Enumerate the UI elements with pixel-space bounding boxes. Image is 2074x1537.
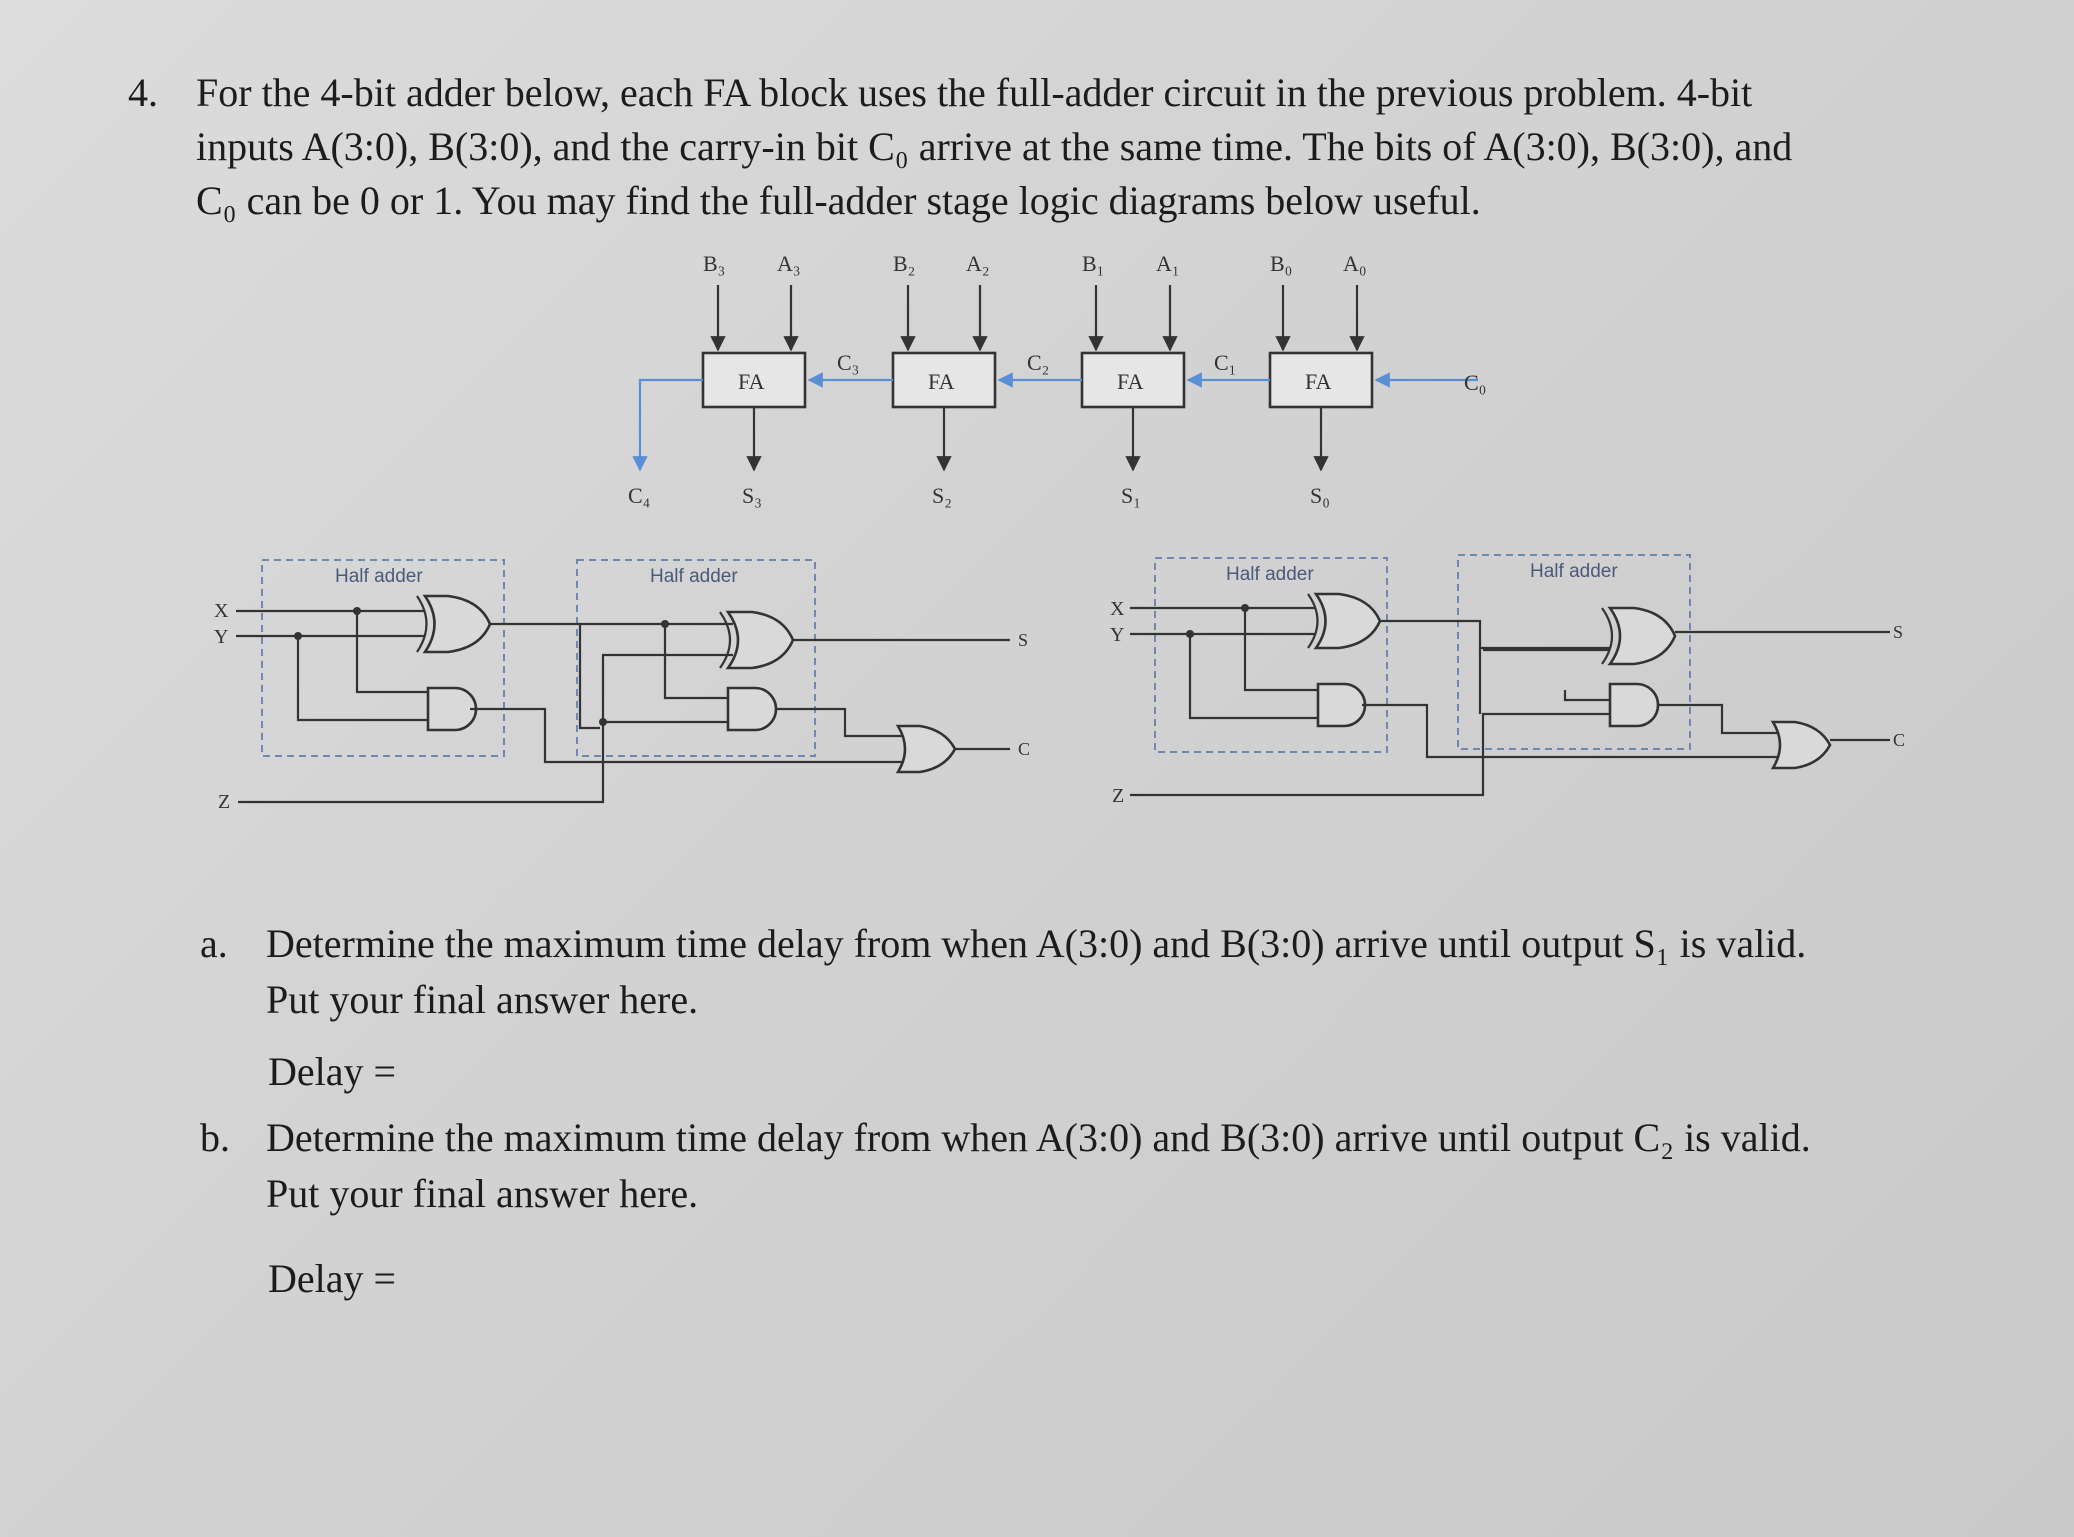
input-b2-label: B₂	[893, 251, 915, 276]
input-a3-label: A₃	[777, 251, 801, 276]
carry-c1-label: C₁	[1214, 350, 1236, 375]
input-z-label: Z	[218, 791, 230, 813]
problem-line: inputs A(3:0), B(3:0), and the carry-in …	[196, 124, 1793, 169]
half-adder-label: Half adder	[1530, 561, 1618, 582]
carry-in-label: C₀	[1464, 370, 1486, 395]
input-z-label: Z	[1112, 785, 1124, 807]
output-s-label: S	[1018, 630, 1028, 650]
input-a0-label: A₀	[1343, 251, 1367, 276]
full-adder-diagram-right: Half adder Half adder X Y Z S C	[1110, 554, 1905, 807]
question-line: Determine the maximum time delay from wh…	[266, 1115, 1811, 1160]
sum-s1-label: S₁	[1121, 483, 1141, 508]
input-a1-label: A₁	[1156, 251, 1180, 276]
half-adder-label: Half adder	[1226, 564, 1314, 585]
delay-answer-b[interactable]: Delay =	[268, 1256, 397, 1301]
question-line: Put your final answer here.	[266, 1171, 699, 1216]
half-adder-label: Half adder	[650, 566, 738, 587]
input-y-label: Y	[1110, 624, 1124, 646]
sum-s3-label: S₃	[742, 483, 762, 508]
carry-out-label: C₄	[628, 483, 650, 508]
problem-line: C₀ can be 0 or 1. You may find the full-…	[196, 178, 1481, 223]
sum-s2-label: S₂	[932, 483, 952, 508]
input-b0-label: B₀	[1270, 251, 1292, 276]
input-a2-label: A₂	[966, 251, 990, 276]
problem-number: 4.	[128, 70, 158, 115]
half-adder-label: Half adder	[335, 566, 423, 587]
carry-c3-label: C₃	[837, 350, 859, 375]
input-b1-label: B₁	[1082, 251, 1104, 276]
fa-label: FA	[1117, 369, 1144, 394]
problem-text: For the 4-bit adder below, each FA block…	[196, 66, 1896, 228]
output-c-label: C	[1893, 730, 1905, 750]
sum-s0-label: S₀	[1310, 483, 1330, 508]
fa-label: FA	[928, 369, 955, 394]
delay-answer-a[interactable]: Delay =	[268, 1049, 397, 1094]
carry-c2-label: C₂	[1027, 350, 1049, 375]
fa-label: FA	[738, 369, 765, 394]
input-x-label: X	[1110, 598, 1125, 620]
ripple-adder: B₃ A₃ B₂ A₂ B₁ A₁ B₀ A₀ FA FA FA FA C₀	[628, 251, 1486, 508]
problem-line: For the 4-bit adder below, each FA block…	[196, 70, 1753, 115]
question-line: Put your final answer here.	[266, 977, 699, 1022]
full-adder-diagram-left: Half adder Half adder X Y Z S	[214, 559, 1030, 813]
question-line: Determine the maximum time delay from wh…	[266, 921, 1807, 966]
input-b3-label: B₃	[703, 251, 725, 276]
input-y-label: Y	[214, 626, 228, 648]
input-x-label: X	[214, 600, 229, 622]
fa-block-2	[891, 351, 997, 409]
fa-block-0	[1268, 351, 1374, 409]
output-s-label: S	[1893, 622, 1903, 642]
question-label: b.	[200, 1115, 230, 1160]
question-label: a.	[200, 921, 228, 966]
fa-label: FA	[1305, 369, 1332, 394]
fa-block-1	[1080, 351, 1186, 409]
output-c-label: C	[1018, 739, 1030, 759]
